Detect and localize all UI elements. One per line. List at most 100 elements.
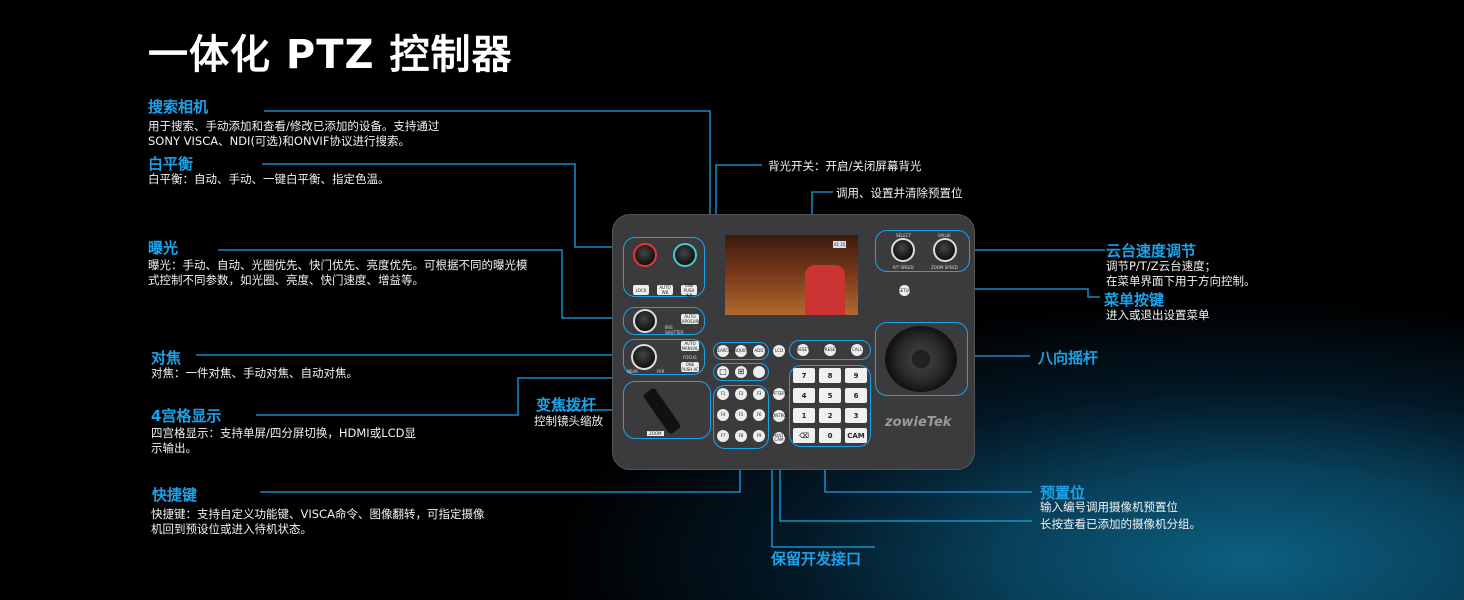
callout-preset-heading: 预置位 [1040,484,1086,502]
callout-search-heading: 搜索相机 [148,98,209,116]
far-label: FAR [657,369,665,374]
function-key[interactable]: F1 [717,388,729,400]
zoom-label: ZOOM [647,431,664,436]
joystick[interactable] [885,326,957,392]
line-reserved [771,445,875,548]
keypad-key[interactable]: 3 [845,408,867,423]
ptz-controller: LOCK AUTO WB ONE PUSH WB IRIS SHUTTER AU… [612,214,975,470]
function-key[interactable]: F5 [735,409,747,421]
auto-wb-button[interactable]: AUTO WB [657,285,673,295]
function-key[interactable]: F8 [735,430,747,442]
function-key[interactable]: F7 [717,430,729,442]
callout-focus-heading: 对焦 [151,349,182,367]
function-key[interactable]: F2 [735,388,747,400]
wb-group [623,237,705,297]
zoom-speed-knob[interactable] [933,238,957,262]
preset-button[interactable]: PRESET [822,344,838,356]
line-exposure [218,249,622,319]
focus-label: FOCUS [683,355,697,360]
auto-manual-button[interactable]: AUTO MANUAL [681,341,699,351]
call-button[interactable]: CALL [851,344,863,356]
callout-zoom-desc: 控制镜头缩放 [534,414,603,428]
pattern-button[interactable]: PATTERN [770,388,788,400]
quad-screen-button[interactable]: ⊞ [735,366,747,378]
screen-person [805,265,845,315]
exposure-knob[interactable] [633,309,657,333]
callout-menu-desc: 进入或退出设置菜单 [1106,308,1210,322]
callout-backlight-desc: 背光开关：开启/关闭屏幕背光 [768,159,922,173]
callout-shortcut-desc: 快捷键：支持自定义功能键、VISCA命令、图像翻转，可指定摄像机回到预设位或进入… [151,507,485,536]
lcd-screen: 01 25 [725,235,858,315]
callout-exposure-desc: 曝光：手动、自动、光圈优先、快门优先、亮度优先。可根据不同的曝光模式控制不同参数… [148,258,528,287]
line-wb [262,163,622,248]
keypad-key[interactable]: 5 [819,388,841,403]
auto-exposure-button[interactable]: AUTO EXPOSURE [679,314,701,324]
zoom-group [623,381,711,439]
keypad-key[interactable]: 6 [845,388,867,403]
screen-badge: 01 25 [833,241,847,248]
one-push-wb-button[interactable]: ONE PUSH WB [681,283,697,298]
multi-cam-button[interactable]: MULTI CAM [773,432,785,444]
keypad-key[interactable]: 8 [819,368,841,383]
callout-shortcut-heading: 快捷键 [152,486,198,504]
pt-speed-label: P/T SPEED [893,265,914,270]
reset-button[interactable]: RESET [797,344,809,356]
keypad-key[interactable]: 0 [819,428,841,443]
search-button[interactable]: SEARCH [715,345,731,357]
wb-b-knob[interactable] [673,243,697,267]
keypad-key[interactable]: 1 [793,408,815,423]
callout-wb-desc: 白平衡：自动、手动、一键白平衡、指定色温。 [148,172,390,186]
callout-wb-heading: 白平衡 [148,155,194,173]
function-key[interactable]: F3 [753,388,765,400]
keypad-key[interactable]: ⌫ [793,428,815,443]
callout-joystick-heading: 八向摇杆 [1038,349,1099,367]
blank-button[interactable] [753,366,765,378]
brand-logo: zowieTek [885,415,952,430]
exposure-group [623,307,705,335]
keypad-key[interactable]: 4 [793,388,815,403]
lcd-button[interactable]: LCD [773,345,785,357]
control-button[interactable]: CONTROL [769,410,789,422]
iris-label: IRIS [665,325,673,330]
keypad-key[interactable]: 7 [793,368,815,383]
callout-reserved-heading: 保留开发接口 [771,550,862,568]
line-menu [910,288,1100,298]
callout-menu-heading: 菜单按键 [1104,291,1165,309]
joystick-group [875,322,968,396]
callout-zoom-heading: 变焦拨杆 [536,396,597,414]
keypad-group [789,365,871,447]
function-key[interactable]: F4 [717,409,729,421]
focus-knob[interactable] [631,344,657,370]
keypad-key[interactable]: 9 [845,368,867,383]
pt-speed-knob[interactable] [891,238,915,262]
one-push-af-button[interactable]: ONE PUSH AF [681,362,699,372]
single-screen-button[interactable]: □ [717,366,729,378]
function-key[interactable]: F6 [753,409,765,421]
keypad-key[interactable]: 2 [819,408,841,423]
lock-button[interactable]: LOCK [633,285,649,295]
line-group [779,445,1032,522]
callout-presetops-desc: 调用、设置并清除预置位 [836,186,963,200]
wb-r-knob[interactable] [633,243,657,267]
callout-speed-heading: 云台速度调节 [1106,242,1197,260]
search-group [713,342,769,360]
zoom-speed-label: ZOOM SPEED [931,265,958,270]
grid-group [713,363,769,381]
setup-button[interactable]: SETUP [898,285,911,296]
preset-ops-group [789,340,871,360]
callout-preset-desc: 输入编号调用摄像机预置位长按查看已添加的摄像机分组。 [1040,500,1201,531]
select-label: SELECT [896,233,912,238]
value-label: VALUE [938,233,951,238]
inquiry-button[interactable]: INQUIRY [733,345,749,357]
callout-grid-desc: 四宫格显示：支持单屏/四分屏切换，HDMI或LCD显示输出。 [151,426,416,455]
speed-group [875,230,970,272]
callout-speed-desc: 调节P/T/Z云台速度；在菜单界面下用于方向控制。 [1106,259,1256,288]
page-title: 一体化 PTZ 控制器 [148,32,513,78]
add-button[interactable]: ADD [753,345,765,357]
keypad-key[interactable]: CAM [845,428,867,443]
function-key[interactable]: F9 [753,430,765,442]
function-keys-group [713,385,769,449]
focus-group [623,339,705,375]
callout-focus-desc: 对焦：一件对焦、手动对焦、自动对焦。 [151,366,358,380]
